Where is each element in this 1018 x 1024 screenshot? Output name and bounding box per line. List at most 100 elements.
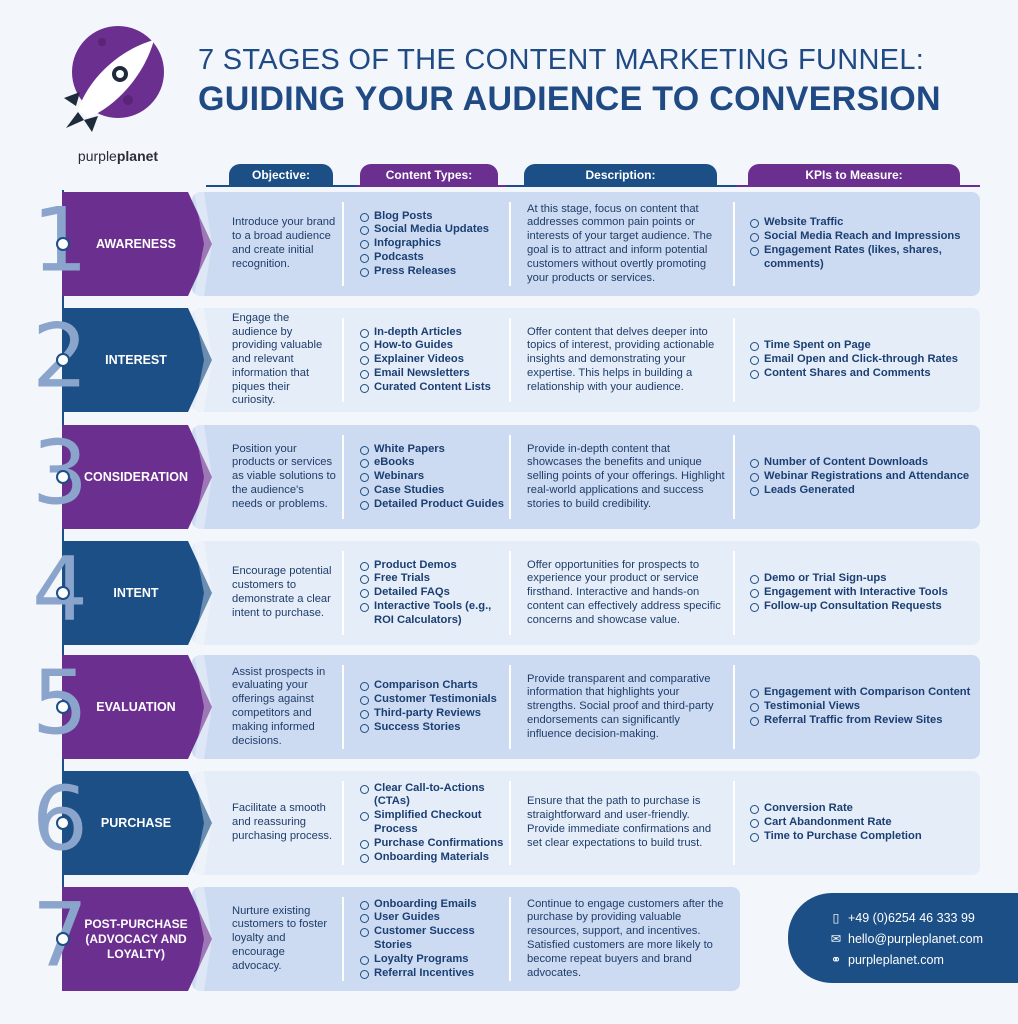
column-rule xyxy=(206,185,356,187)
stage-name: INTENT xyxy=(113,586,159,600)
objective-text: Encourage potential customers to demonst… xyxy=(232,565,332,619)
stage-card xyxy=(192,541,980,645)
list-item: Clear Call-to-Actions (CTAs) xyxy=(360,782,510,810)
list-item: White Papers xyxy=(360,443,510,457)
list-item: Demo or Trial Sign-ups xyxy=(750,572,980,586)
divider xyxy=(342,781,344,865)
list-item: Time to Purchase Completion xyxy=(750,830,980,844)
objective-text: Assist prospects in evaluating your offe… xyxy=(232,665,326,747)
list-item: Engagement Rates (likes, shares, comment… xyxy=(750,244,980,272)
divider xyxy=(733,435,735,519)
column-header-kpis: KPIs to Measure: xyxy=(748,164,960,186)
timeline-dot xyxy=(56,586,70,600)
divider xyxy=(342,665,344,749)
stage-chevron xyxy=(62,655,212,759)
stage-chevron xyxy=(62,771,212,875)
timeline-dot xyxy=(56,700,70,714)
list-item: User Guides xyxy=(360,911,510,925)
list-item: Email Newsletters xyxy=(360,367,510,381)
contact-website[interactable]: ⚭purpleplanet.com xyxy=(828,952,944,967)
contact-email[interactable]: ✉hello@purpleplanet.com xyxy=(828,931,983,946)
objective-text: Introduce your brand to a broad audience… xyxy=(232,216,336,270)
description-text: Offer opportunities for prospects to exp… xyxy=(527,558,721,626)
list-item: Onboarding Emails xyxy=(360,898,510,912)
list-item: Purchase Confirmations xyxy=(360,837,510,851)
list-item: Referral Incentives xyxy=(360,967,510,981)
list-item: Success Stories xyxy=(360,721,510,735)
column-rule xyxy=(356,185,506,187)
list-item: Engagement with Interactive Tools xyxy=(750,586,980,600)
column-rule xyxy=(736,185,980,187)
list-item: Cart Abandonment Rate xyxy=(750,816,980,830)
stage-chevron xyxy=(62,308,212,412)
content-types-list: Product Demos Free Trials Detailed FAQs … xyxy=(360,541,510,645)
mail-icon: ✉ xyxy=(830,932,842,946)
page-title-line1: 7 STAGES OF THE CONTENT MARKETING FUNNEL… xyxy=(198,44,925,76)
list-item: Conversion Rate xyxy=(750,802,980,816)
list-item: Free Trials xyxy=(360,572,510,586)
timeline-dot xyxy=(56,470,70,484)
list-item: In-depth Articles xyxy=(360,326,510,340)
divider xyxy=(342,435,344,519)
description-text: Continue to engage customers after the p… xyxy=(527,897,724,979)
list-item: Detailed FAQs xyxy=(360,586,510,600)
timeline-dot xyxy=(56,353,70,367)
kpi-list: Engagement with Comparison Content Testi… xyxy=(750,655,980,759)
timeline-dot xyxy=(56,932,70,946)
list-item: Simplified Checkout Process xyxy=(360,809,510,837)
list-item: Webinars xyxy=(360,470,510,484)
list-item: Number of Content Downloads xyxy=(750,456,980,470)
kpi-list: Website Traffic Social Media Reach and I… xyxy=(750,192,980,296)
description-text: Provide in-depth content that showcases … xyxy=(527,442,725,510)
objective-text: Engage the audience by providing valuabl… xyxy=(232,311,323,407)
description-text: Offer content that delves deeper into to… xyxy=(527,325,715,393)
list-item: Social Media Reach and Impressions xyxy=(750,230,980,244)
content-types-list: White Papers eBooks Webinars Case Studie… xyxy=(360,425,510,529)
list-item: Infographics xyxy=(360,237,510,251)
list-item: Referral Traffic from Review Sites xyxy=(750,714,980,728)
list-item: Customer Testimonials xyxy=(360,693,510,707)
stage-card xyxy=(192,887,740,991)
brand-logo: purpleplanet xyxy=(58,20,168,164)
list-item: Case Studies xyxy=(360,484,510,498)
description-text: Provide transparent and comparative info… xyxy=(527,672,714,740)
stage-name: CONSIDERATION xyxy=(84,470,188,484)
brand-wordmark: purpleplanet xyxy=(77,148,159,164)
kpi-list: Conversion Rate Cart Abandonment Rate Ti… xyxy=(750,771,980,875)
list-item: Third-party Reviews xyxy=(360,707,510,721)
stage-name: INTEREST xyxy=(105,353,167,367)
divider xyxy=(509,318,511,402)
list-item: Email Open and Click-through Rates xyxy=(750,353,980,367)
stage-card xyxy=(192,308,980,412)
kpi-list: Time Spent on Page Email Open and Click-… xyxy=(750,308,980,412)
list-item: Press Releases xyxy=(360,265,510,279)
list-item: Detailed Product Guides xyxy=(360,498,510,512)
list-item: Onboarding Materials xyxy=(360,851,510,865)
content-types-list: In-depth Articles How-to Guides Explaine… xyxy=(360,308,510,412)
divider xyxy=(509,551,511,635)
stage-chevron xyxy=(62,541,212,645)
list-item: Interactive Tools (e.g., ROI Calculators… xyxy=(360,600,510,628)
stage-name: EVALUATION xyxy=(96,700,176,714)
page-title-line2: GUIDING YOUR AUDIENCE TO CONVERSION xyxy=(198,80,941,118)
divider xyxy=(733,318,735,402)
divider xyxy=(733,202,735,286)
list-item: Engagement with Comparison Content xyxy=(750,686,980,700)
divider xyxy=(733,551,735,635)
divider xyxy=(342,551,344,635)
divider xyxy=(509,781,511,865)
stage-name: AWARENESS xyxy=(96,237,176,251)
list-item: Leads Generated xyxy=(750,484,980,498)
timeline-dot xyxy=(56,237,70,251)
divider xyxy=(733,781,735,865)
stage-card xyxy=(192,655,980,759)
divider xyxy=(509,435,511,519)
contact-phone[interactable]: ▯+49 (0)6254 46 333 99 xyxy=(828,910,975,925)
stage-card xyxy=(192,192,980,296)
content-types-list: Comparison Charts Customer Testimonials … xyxy=(360,655,510,759)
contact-panel: ▯+49 (0)6254 46 333 99 ✉hello@purpleplan… xyxy=(788,893,1018,983)
divider xyxy=(342,897,344,981)
description-text: At this stage, focus on content that add… xyxy=(527,202,713,284)
list-item: eBooks xyxy=(360,456,510,470)
